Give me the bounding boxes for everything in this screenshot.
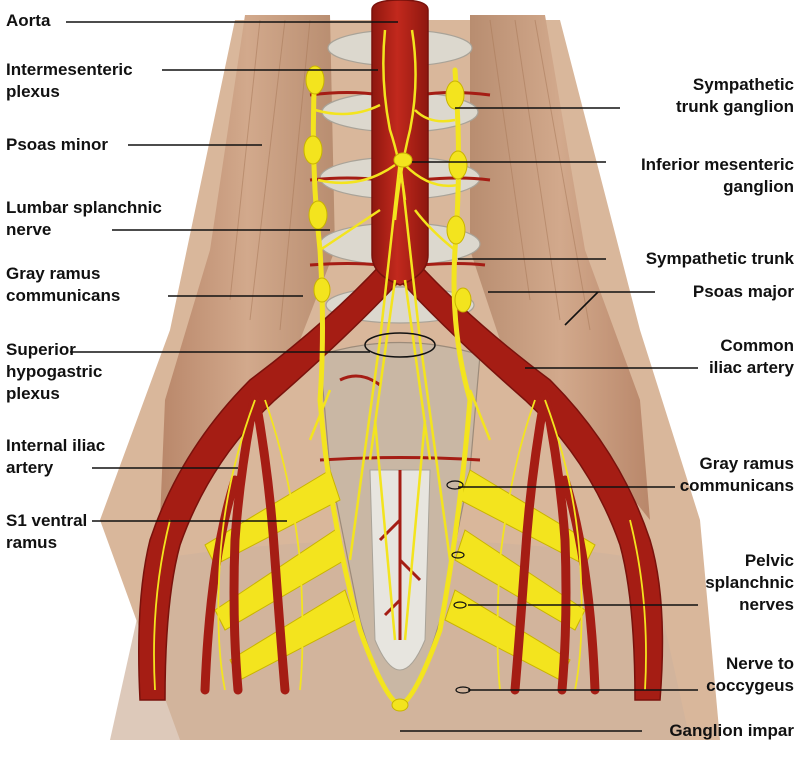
label-gray-ramus-right-line-2: communicans <box>679 476 794 495</box>
label-pelvic-splanchnic-nerves-line-3: nerves <box>739 595 794 614</box>
common-iliac-left <box>138 258 407 701</box>
label-nerve-to-coccygeus-line-1: Nerve to <box>725 654 794 673</box>
label-s1-ventral-ramus-line-2: ramus <box>6 533 58 552</box>
sympathetic-trunks <box>310 67 473 708</box>
common-iliac-right <box>393 258 664 701</box>
label-superior-hypogastric-plexus-line-3: plexus <box>6 384 60 403</box>
label-gray-ramus-right: Gray ramus communicans <box>680 453 794 497</box>
label-psoas-minor: Psoas minor <box>6 134 108 156</box>
internal-iliac-branches <box>200 390 600 695</box>
label-psoas-major-line-1: Psoas major <box>692 282 794 301</box>
label-nerve-to-coccygeus-line-2: coccygeus <box>706 676 794 695</box>
label-ganglion-impar: Ganglion impar <box>669 720 794 742</box>
label-inferior-mesenteric-ganglion-line-1: Inferior mesenteric <box>640 155 794 174</box>
label-inferior-mesenteric-ganglion-line-2: ganglion <box>723 177 794 196</box>
label-common-iliac-artery: Common iliac artery <box>709 335 794 379</box>
label-lumbar-splanchnic-nerve-line-2: nerve <box>6 220 52 239</box>
aorta-vessel <box>371 0 429 286</box>
label-common-iliac-artery-line-2: iliac artery <box>708 358 794 377</box>
label-intermesenteric-plexus-line-2: plexus <box>6 82 60 101</box>
label-internal-iliac-artery-line-2: artery <box>6 458 54 477</box>
label-s1-ventral-ramus-line-1: S1 ventral <box>6 511 88 530</box>
label-internal-iliac-artery-line-1: Internal iliac <box>6 436 106 455</box>
trunk-ganglia <box>303 65 472 712</box>
label-psoas-minor-line-1: Psoas minor <box>6 135 109 154</box>
leader-lines <box>66 21 698 732</box>
periarterial-nerves <box>153 399 647 691</box>
label-pelvic-splanchnic-nerves-line-2: splanchnic <box>705 573 794 592</box>
label-aorta-line-1: Aorta <box>6 11 51 30</box>
label-ganglion-impar-line-1: Ganglion impar <box>669 721 794 740</box>
label-nerve-to-coccygeus: Nerve to coccygeus <box>706 653 794 697</box>
inferior-mesenteric-ganglion-node <box>393 152 413 168</box>
label-sympathetic-trunk: Sympathetic trunk <box>646 248 794 270</box>
label-psoas-major: Psoas major <box>693 281 794 303</box>
label-sympathetic-trunk-ganglion: Sympathetic trunk ganglion <box>676 74 794 118</box>
label-gray-ramus-left-line-2: communicans <box>6 286 121 305</box>
psoas-left-muscle <box>160 15 335 520</box>
intermesenteric-plexus-network <box>308 29 492 641</box>
label-superior-hypogastric-plexus-line-2: hypogastric <box>6 362 103 381</box>
label-pelvic-splanchnic-nerves-line-1: Pelvic <box>744 551 794 570</box>
label-aorta: Aorta <box>6 10 50 32</box>
label-gray-ramus-left: Gray ramus communicans <box>6 263 120 307</box>
label-gray-ramus-left-line-1: Gray ramus <box>6 264 101 283</box>
label-lumbar-splanchnic-nerve-line-1: Lumbar splanchnic <box>6 198 162 217</box>
label-pelvic-splanchnic-nerves: Pelvic splanchnic nerves <box>705 550 794 616</box>
label-sympathetic-trunk-ganglion-line-2: trunk ganglion <box>675 97 794 116</box>
label-lumbar-splanchnic-nerve: Lumbar splanchnic nerve <box>6 197 162 241</box>
label-superior-hypogastric-plexus-line-1: Superior <box>6 340 76 359</box>
label-common-iliac-artery-line-1: Common <box>720 336 794 355</box>
label-inferior-mesenteric-ganglion: Inferior mesenteric ganglion <box>641 154 794 198</box>
label-intermesenteric-plexus: Intermesenteric plexus <box>6 59 133 103</box>
label-superior-hypogastric-plexus: Superior hypogastric plexus <box>6 339 102 405</box>
label-intermesenteric-plexus-line-1: Intermesenteric <box>6 60 133 79</box>
label-gray-ramus-right-line-1: Gray ramus <box>699 454 795 473</box>
label-s1-ventral-ramus: S1 ventral ramus <box>6 510 87 554</box>
psoas-right-muscle <box>470 15 650 520</box>
label-sympathetic-trunk-line-1: Sympathetic trunk <box>645 249 794 268</box>
superior-hypogastric-plexus-outline <box>364 332 436 358</box>
label-internal-iliac-artery: Internal iliac artery <box>6 435 105 479</box>
label-sympathetic-trunk-ganglion-line-1: Sympathetic <box>692 75 794 94</box>
